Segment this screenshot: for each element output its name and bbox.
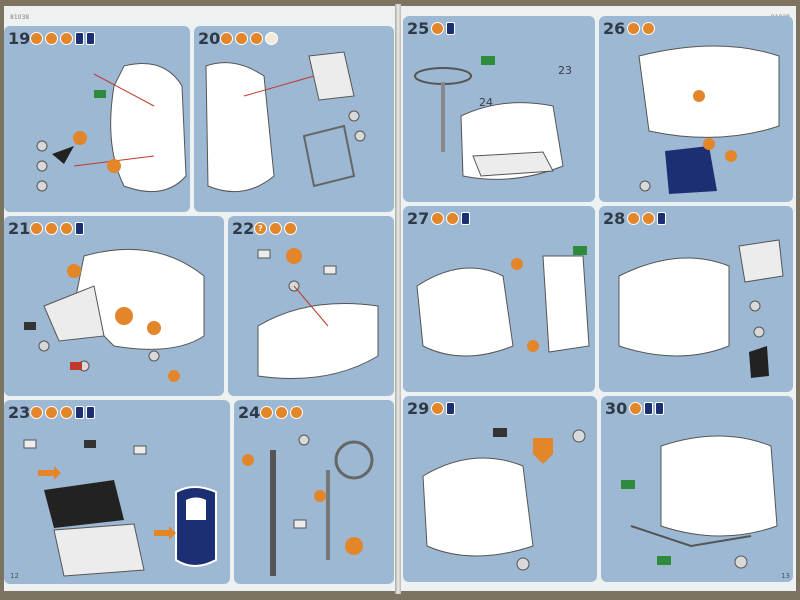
paint-mix-icon bbox=[431, 402, 444, 415]
step-30-illustration bbox=[621, 435, 778, 569]
step-20-icons bbox=[220, 32, 278, 45]
step-21-illustration bbox=[24, 248, 205, 382]
step-26-number: 26 bbox=[603, 19, 626, 38]
step-27-panel: 27 bbox=[403, 206, 595, 392]
step-21-number: 21 bbox=[8, 219, 31, 238]
step-28-number: 28 bbox=[603, 209, 626, 228]
paint-mix-icon bbox=[30, 406, 43, 419]
step-28-illustration bbox=[618, 239, 784, 378]
paint-pot-icon bbox=[461, 212, 470, 225]
step-19-number: 19 bbox=[8, 29, 31, 48]
step-25-illustration: 23 24 bbox=[414, 56, 572, 180]
step-30-icons bbox=[629, 402, 664, 415]
step-28-panel: 28 bbox=[599, 206, 793, 392]
step-26-illustration bbox=[638, 45, 780, 194]
paint-pot-icon bbox=[655, 402, 664, 415]
step-20-panel: 20 bbox=[194, 26, 394, 212]
paint-mix-icon bbox=[629, 402, 642, 415]
step-29-number: 29 bbox=[407, 399, 430, 418]
booklet-fold bbox=[395, 4, 401, 594]
paint-pot-icon bbox=[446, 402, 455, 415]
glue-icon bbox=[642, 212, 655, 225]
step-22-panel: 22 ? bbox=[228, 216, 394, 396]
paint-mix-icon bbox=[30, 222, 43, 235]
right-page: 81038 25 23 24 26 bbox=[401, 6, 796, 591]
brush-icon bbox=[60, 406, 73, 419]
paint-pot-icon bbox=[86, 406, 95, 419]
part-label-24: 24 bbox=[479, 96, 493, 109]
step-23-illustration bbox=[23, 439, 217, 577]
step-19-panel: 19 bbox=[4, 26, 190, 212]
step-30-number: 30 bbox=[605, 399, 628, 418]
glue-icon bbox=[642, 22, 655, 35]
step-25-panel: 25 23 24 bbox=[403, 16, 595, 202]
paint-mix-icon bbox=[627, 22, 640, 35]
step-26-panel: 26 bbox=[599, 16, 793, 202]
step-27-number: 27 bbox=[407, 209, 430, 228]
glue-icon bbox=[269, 222, 282, 235]
brush-icon bbox=[250, 32, 263, 45]
step-24-panel: 24 bbox=[234, 400, 394, 584]
step-20-number: 20 bbox=[198, 29, 221, 48]
glue-icon bbox=[446, 212, 459, 225]
step-27-illustration bbox=[416, 246, 590, 357]
step-26-icons bbox=[627, 22, 655, 35]
step-24-illustration bbox=[242, 434, 374, 576]
brush-icon bbox=[60, 222, 73, 235]
step-23-panel: 23 bbox=[4, 400, 230, 584]
paint-pot-icon bbox=[75, 406, 84, 419]
paint-pot-icon bbox=[644, 402, 653, 415]
brush-icon bbox=[60, 32, 73, 45]
step-22-illustration bbox=[257, 248, 379, 379]
step-30-panel: 30 bbox=[601, 396, 793, 582]
glue-icon bbox=[45, 222, 58, 235]
paint-mix-icon bbox=[431, 212, 444, 225]
step-27-icons bbox=[431, 212, 470, 225]
right-page-number: 13 bbox=[781, 572, 790, 580]
step-21-panel: 21 bbox=[4, 216, 224, 396]
glue-icon bbox=[45, 32, 58, 45]
paint-pot-icon bbox=[446, 22, 455, 35]
paint-mix-icon bbox=[627, 212, 640, 225]
step-25-icons bbox=[431, 22, 455, 35]
left-page-number: 12 bbox=[10, 572, 19, 580]
paint-mix-icon bbox=[30, 32, 43, 45]
step-29-illustration bbox=[422, 428, 586, 571]
step-19-illustration bbox=[36, 63, 187, 193]
paint-pot-icon bbox=[86, 32, 95, 45]
step-25-number: 25 bbox=[407, 19, 430, 38]
glue-icon bbox=[275, 406, 288, 419]
paint-pot-icon bbox=[75, 32, 84, 45]
step-21-icons bbox=[30, 222, 84, 235]
paint-pot-icon bbox=[75, 222, 84, 235]
step-23-number: 23 bbox=[8, 403, 31, 422]
step-23-icons bbox=[30, 406, 95, 419]
glue-icon bbox=[235, 32, 248, 45]
paint-mix-icon bbox=[431, 22, 444, 35]
brush-icon bbox=[284, 222, 297, 235]
paint-mix-icon bbox=[260, 406, 273, 419]
step-29-icons bbox=[431, 402, 455, 415]
step-22-number: 22 bbox=[232, 219, 255, 238]
step-28-icons bbox=[627, 212, 666, 225]
step-19-icons bbox=[30, 32, 95, 45]
left-page: 81038 19 bbox=[4, 6, 395, 591]
part-label-23: 23 bbox=[558, 64, 572, 77]
left-page-header-code: 81038 bbox=[10, 14, 30, 21]
glue-icon bbox=[45, 406, 58, 419]
paint-mix-icon bbox=[220, 32, 233, 45]
clock-icon bbox=[265, 32, 278, 45]
step-24-icons bbox=[260, 406, 303, 419]
step-29-panel: 29 bbox=[403, 396, 597, 582]
step-20-illustration bbox=[205, 51, 366, 193]
brush-icon bbox=[290, 406, 303, 419]
paint-pot-icon bbox=[657, 212, 666, 225]
question-icon: ? bbox=[254, 222, 267, 235]
step-24-number: 24 bbox=[238, 403, 261, 422]
step-22-icons: ? bbox=[254, 222, 297, 235]
